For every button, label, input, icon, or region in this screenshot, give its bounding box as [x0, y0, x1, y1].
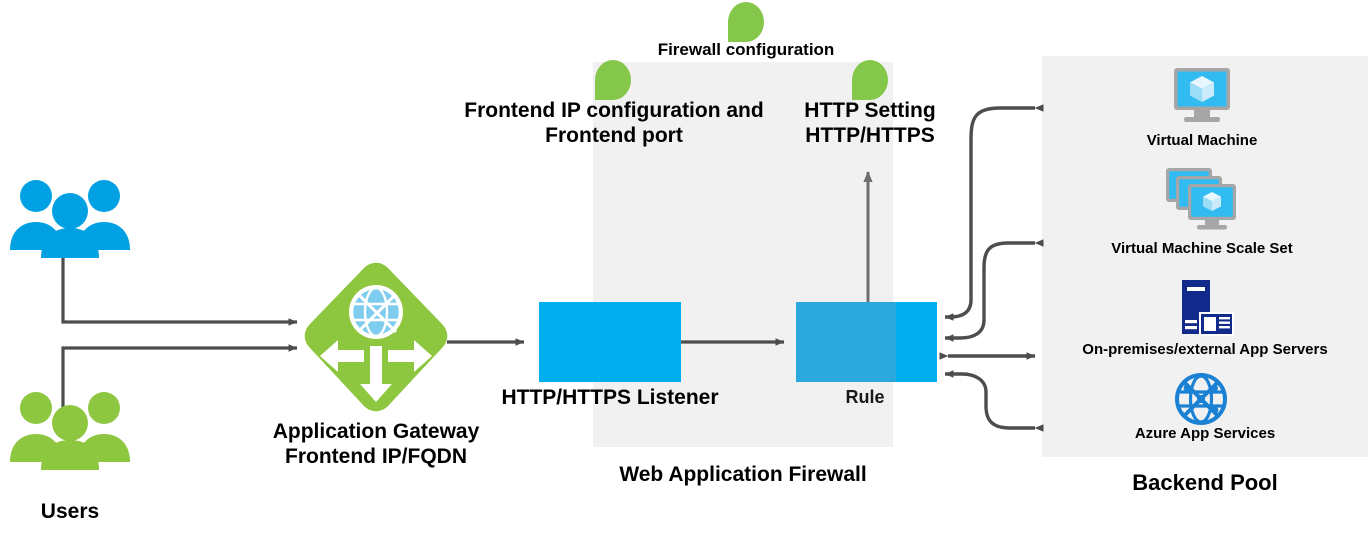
- backend-pool-label: Backend Pool: [1132, 470, 1278, 495]
- http-setting-bullet-icon: [852, 60, 888, 100]
- application-gateway-icon: [304, 262, 448, 412]
- http-https-listener-box[interactable]: [539, 302, 681, 382]
- connector-rule-to-virtual-machine-out: [969, 104, 1044, 300]
- firewall-configuration-bullet-icon: [728, 2, 764, 42]
- backend-item-label-app-services: Azure App Services: [1134, 425, 1276, 442]
- web-application-firewall-label: Web Application Firewall: [619, 463, 867, 486]
- firewall-configuration-label: Firewall configuration: [657, 40, 835, 59]
- backend-item-label-app-servers: On-premises/external App Servers: [1082, 341, 1328, 358]
- virtual-machine-scale-set-icon: [1166, 168, 1236, 230]
- users-label: Users: [40, 500, 100, 523]
- connector-users-blue-to-gateway: [61, 253, 298, 326]
- connector-rule-to-scale-set-in: [944, 319, 986, 342]
- frontend-configuration-label-line2: Frontend port: [545, 123, 683, 147]
- http-setting-label-line1: HTTP Setting: [804, 99, 936, 122]
- virtual-machine-icon: [1174, 68, 1230, 122]
- backend-pool-zone-box: [1042, 56, 1368, 457]
- connector-rule-to-scale-set-out: [982, 239, 1044, 320]
- app-server-icon: [1182, 280, 1234, 336]
- users-group-green-icon: [10, 392, 130, 470]
- azure-app-services-icon: [1175, 373, 1227, 425]
- http-https-listener-label: HTTP/HTTPS Listener: [501, 386, 719, 409]
- connector-rule-to-virtual-machine-in: [944, 299, 973, 321]
- backend-item-label-virtual-machine: Virtual Machine: [1146, 132, 1258, 149]
- frontend-configuration-bullet-icon: [595, 60, 631, 100]
- connector-rule-to-app-services-in: [944, 370, 988, 393]
- application-gateway-label-line1: Application Gateway: [272, 420, 480, 443]
- users-group-blue-icon: [10, 180, 130, 258]
- connector-users-green-to-gateway: [61, 344, 298, 425]
- rule-box[interactable]: [796, 302, 896, 382]
- application-gateway-label-line2: Frontend IP/FQDN: [285, 444, 467, 468]
- connector-rule-to-app-services-out: [984, 392, 1044, 432]
- backend-item-label-virtual-machine-scale-set: Virtual Machine Scale Set: [1111, 240, 1293, 257]
- http-setting-label-line2: HTTP/HTTPS: [805, 123, 935, 147]
- rule-box-accent: [896, 302, 937, 382]
- frontend-configuration-label-line1: Frontend IP configuration and: [464, 99, 764, 122]
- rule-label: Rule: [845, 387, 885, 407]
- waf-zone-box: [593, 62, 893, 447]
